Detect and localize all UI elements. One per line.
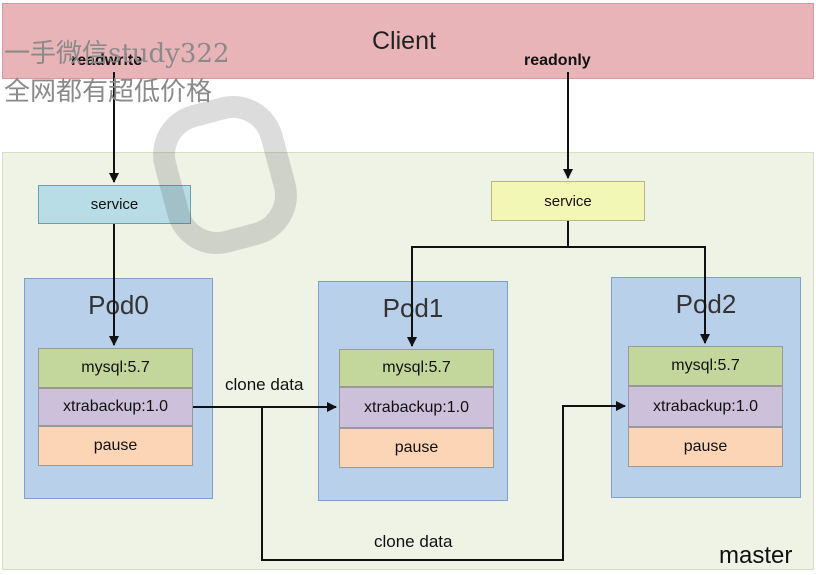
pod1-mysql-container: mysql:5.7 — [339, 349, 494, 387]
pod1-mysql-label: mysql:5.7 — [382, 359, 451, 376]
watermark-text: 一手微信study322 全网都有超低价格 — [4, 35, 230, 111]
pod2-xtrabackup-container: xtrabackup:1.0 — [628, 386, 783, 427]
pod1-pause-container: pause — [339, 428, 494, 468]
pod2-pause-container: pause — [628, 427, 783, 467]
pod0-mysql-label: mysql:5.7 — [81, 359, 150, 376]
pod2-mysql-container: mysql:5.7 — [628, 346, 783, 386]
clone-data-label-bottom: clone data — [374, 532, 453, 551]
client-title: Client — [372, 27, 436, 55]
service-readonly: service — [491, 181, 645, 221]
brand-logo-watermark — [153, 95, 297, 255]
service-readwrite: service — [38, 185, 191, 224]
watermark-line1: 一手微信study322 — [4, 39, 230, 69]
pod0-pause-container: pause — [38, 426, 193, 466]
pod2-mysql-label: mysql:5.7 — [671, 357, 740, 374]
client-band — [2, 3, 814, 79]
arrow-service-to-pod1 — [407, 221, 569, 347]
service-readonly-label: service — [544, 192, 592, 210]
pod0-xtrabackup-container: xtrabackup:1.0 — [38, 388, 193, 426]
arrow-service-to-pod2 — [568, 246, 710, 344]
watermark-line2: 全网都有超低价格 — [4, 77, 213, 107]
pod1-xtrabackup-label: xtrabackup:1.0 — [364, 398, 469, 416]
pod1-pause-label: pause — [394, 439, 439, 456]
pod0-pause-label: pause — [93, 437, 138, 454]
arrow-clone-pod0-to-pod2 — [261, 401, 626, 561]
pod2-pause-label: pause — [683, 438, 728, 455]
readwrite-label: readwrite — [71, 52, 143, 69]
pod0-xtrabackup-label: xtrabackup:1.0 — [63, 398, 168, 415]
pod2-xtrabackup-label: xtrabackup:1.0 — [653, 397, 758, 415]
clone-data-label-top: clone data — [225, 375, 304, 394]
readonly-label: readonly — [524, 52, 591, 69]
pod0-title: Pod0 — [88, 290, 149, 320]
pod1-xtrabackup-container: xtrabackup:1.0 — [339, 387, 494, 428]
pod0-mysql-container: mysql:5.7 — [38, 348, 193, 388]
service-readwrite-label: service — [90, 196, 139, 213]
master-label: master — [719, 542, 793, 569]
